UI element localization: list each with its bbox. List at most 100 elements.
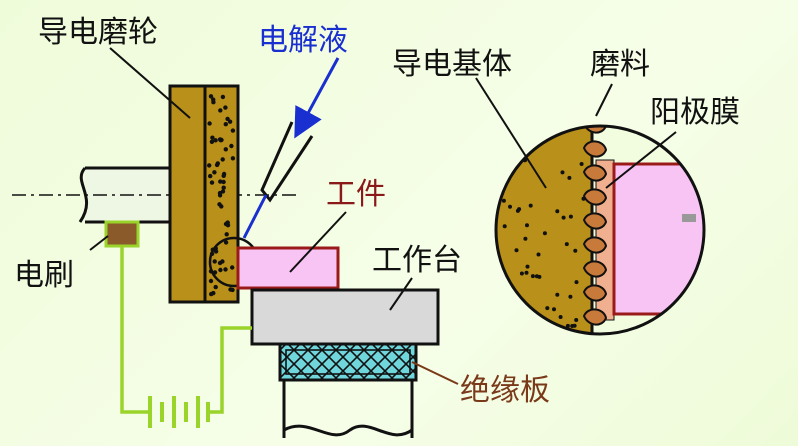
worktable — [250, 288, 440, 346]
texture-dot — [502, 224, 507, 229]
texture-dot — [552, 307, 556, 312]
texture-dot — [537, 274, 542, 279]
texture-dot — [208, 173, 213, 179]
abrasive-grain — [582, 284, 608, 302]
abrasive-leader — [595, 83, 613, 117]
texture-dot — [223, 122, 228, 127]
texture-dot — [208, 278, 214, 284]
texture-dot — [213, 284, 218, 290]
texture-dot — [560, 170, 565, 175]
texture-dot — [561, 215, 566, 220]
texture-dot — [555, 209, 560, 214]
texture-dot — [214, 162, 220, 168]
label-conductive-base: 导电基体 — [392, 47, 512, 82]
texture-dot — [567, 175, 572, 180]
grinding-wheel-leader — [109, 47, 191, 119]
workpiece — [236, 246, 340, 290]
texture-dot — [210, 135, 215, 140]
texture-dot — [565, 323, 570, 328]
texture-dot — [223, 267, 228, 272]
texture-dot — [524, 270, 529, 275]
label-anode-film: 阳极膜 — [650, 95, 740, 130]
texture-dot — [209, 139, 215, 144]
texture-dot — [220, 94, 226, 100]
texture-dot — [574, 318, 579, 322]
texture-dot — [573, 248, 578, 253]
texture-dot — [501, 132, 506, 137]
worktable-leader — [389, 277, 413, 311]
abrasive-grain — [582, 140, 608, 158]
texture-dot — [217, 190, 223, 196]
texture-dot — [536, 252, 541, 257]
texture-dot — [218, 179, 223, 184]
texture-dot — [224, 232, 229, 237]
texture-dot — [555, 292, 560, 297]
texture-dot — [212, 170, 217, 175]
texture-dot — [501, 198, 506, 203]
texture-dot — [227, 119, 233, 124]
texture-dot — [579, 162, 584, 166]
label-electrolyte: 电解液 — [258, 23, 348, 58]
label-grinding-wheel: 导电磨轮 — [38, 15, 158, 50]
texture-dot — [525, 223, 529, 228]
grinding-wheel — [168, 84, 240, 304]
texture-dot — [564, 242, 569, 247]
texture-dot — [212, 259, 217, 264]
texture-dot — [512, 131, 517, 136]
texture-dot — [223, 147, 228, 152]
texture-dot — [218, 267, 223, 273]
texture-dot — [209, 291, 214, 297]
texture-dot — [230, 265, 235, 270]
texture-dot — [545, 306, 550, 311]
label-insulating-board: 绝缘板 — [460, 373, 550, 408]
texture-dot — [514, 248, 519, 253]
texture-dot — [217, 202, 222, 207]
texture-dot — [503, 294, 507, 299]
texture-dot — [218, 138, 223, 143]
texture-dot — [223, 105, 228, 110]
texture-dot — [570, 324, 575, 328]
abrasive-grain — [582, 164, 608, 182]
texture-dot — [220, 157, 225, 162]
texture-dot — [213, 138, 218, 143]
texture-dot — [517, 207, 522, 212]
electrolyte-nozzle — [242, 121, 314, 239]
texture-dot — [508, 204, 512, 209]
texture-dot — [530, 274, 535, 279]
power-circuit — [120, 246, 252, 414]
texture-dot — [218, 108, 223, 113]
texture-dot — [220, 259, 225, 264]
abrasive-grain — [582, 236, 608, 254]
conductive-base-leader — [475, 77, 547, 189]
texture-dot — [525, 264, 530, 269]
texture-dot — [221, 185, 226, 190]
battery-icon — [148, 396, 210, 428]
texture-dot — [558, 315, 563, 319]
label-brush: 电刷 — [14, 258, 74, 293]
abrasive-grain — [582, 260, 608, 278]
insulating-board-leader — [411, 361, 459, 385]
pedestal — [282, 380, 414, 438]
electrolyte-arrow — [294, 57, 340, 139]
texture-dot — [542, 231, 547, 236]
brush-leader — [89, 235, 109, 251]
texture-dot — [229, 143, 234, 149]
label-abrasive: 磨料 — [590, 47, 650, 82]
texture-dot — [209, 180, 215, 185]
texture-dot — [230, 128, 236, 133]
abrasive-grain — [582, 212, 608, 230]
texture-dot — [225, 116, 230, 122]
anode-film-leader — [605, 131, 677, 189]
texture-dot — [574, 280, 579, 285]
texture-dot — [221, 171, 227, 177]
brush — [104, 220, 140, 248]
abrasive-grain — [582, 188, 608, 206]
texture-dot — [223, 240, 229, 245]
label-workpiece: 工件 — [326, 177, 386, 212]
texture-dot — [225, 220, 230, 225]
workpiece-leader — [289, 211, 347, 273]
texture-dot — [519, 271, 524, 276]
abrasive-grain — [582, 308, 608, 326]
